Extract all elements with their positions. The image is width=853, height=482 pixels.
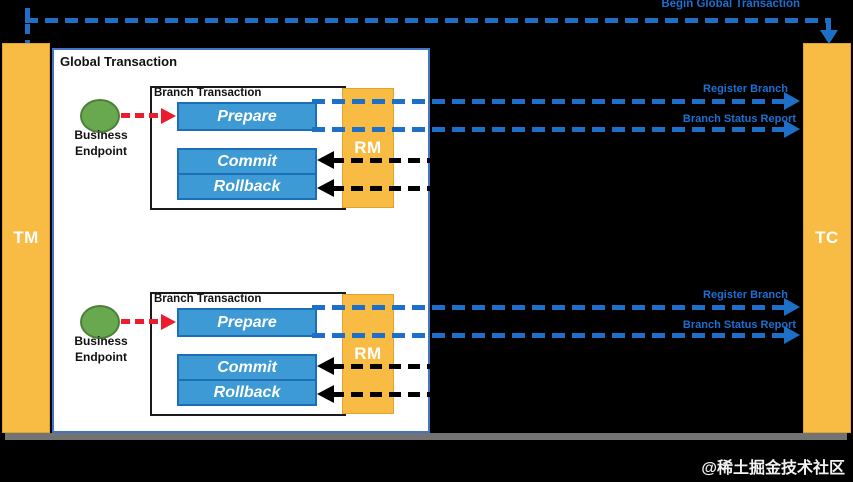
rollback-label: Rollback xyxy=(213,177,281,195)
rollback-label: Rollback xyxy=(213,383,281,401)
branch-status-report-line xyxy=(312,333,786,338)
commit-callback-line xyxy=(332,364,803,369)
commit-callback-line xyxy=(332,158,803,163)
commit-callback-arrowhead-icon xyxy=(317,151,334,169)
rm-label: RM xyxy=(354,344,382,363)
register-branch-label: Register Branch xyxy=(703,289,788,301)
invoke-arrow-line xyxy=(121,319,163,324)
business-endpoint-label: Business Endpoint xyxy=(74,128,128,158)
commit-label: Commit xyxy=(217,152,277,170)
register-branch-arrowhead-icon xyxy=(784,92,800,110)
prepare-label: Prepare xyxy=(217,313,277,331)
business-endpoint-label: Business Endpoint xyxy=(74,334,128,364)
rollback-box: Rollback xyxy=(177,379,317,406)
begin-global-line-left-vertical xyxy=(25,8,30,43)
rm-label: RM xyxy=(354,138,382,157)
tm-box: TM xyxy=(2,43,50,433)
business-endpoint-icon xyxy=(80,305,120,339)
rollback-callback-arrowhead-icon xyxy=(317,179,334,197)
register-branch-line xyxy=(312,99,786,104)
branch-status-report-line xyxy=(312,127,786,132)
commit-callback-arrowhead-icon xyxy=(317,357,334,375)
invoke-arrowhead-icon xyxy=(161,314,176,330)
branch-group-1: Branch Transaction RM Prepare Commit Rol… xyxy=(0,83,853,210)
begin-global-arrowhead-icon xyxy=(820,30,838,44)
prepare-box: Prepare xyxy=(177,102,317,131)
register-branch-label: Register Branch xyxy=(703,83,788,95)
watermark-text: @稀土掘金技术社区 xyxy=(701,460,845,477)
register-branch-line xyxy=(312,305,786,310)
branch-status-report-label: Branch Status Report xyxy=(682,113,796,125)
invoke-arrowhead-icon xyxy=(161,108,176,124)
branch-status-report-label: Branch Status Report xyxy=(682,319,796,331)
branch-status-report-arrowhead-icon xyxy=(784,120,800,138)
begin-global-transaction-label: Begin Global Transaction xyxy=(661,0,800,10)
business-endpoint-icon xyxy=(80,99,120,133)
rollback-box: Rollback xyxy=(177,173,317,200)
commit-box: Commit xyxy=(177,354,317,381)
branch-transaction-label: Branch Transaction xyxy=(154,87,262,99)
tc-label: TC xyxy=(815,228,839,247)
rollback-callback-arrowhead-icon xyxy=(317,385,334,403)
tc-box: TC xyxy=(803,43,851,433)
prepare-box: Prepare xyxy=(177,308,317,337)
commit-label: Commit xyxy=(217,358,277,376)
branch-status-report-arrowhead-icon xyxy=(784,326,800,344)
tm-label: TM xyxy=(13,228,39,247)
branch-transaction-label: Branch Transaction xyxy=(154,293,262,305)
prepare-label: Prepare xyxy=(217,107,277,125)
begin-global-line-horizontal xyxy=(25,18,831,23)
branch-group-2: Branch Transaction RM Prepare Commit Rol… xyxy=(0,289,853,416)
diagram-shadow xyxy=(5,433,847,440)
begin-global-line-right-vertical xyxy=(826,21,831,32)
commit-box: Commit xyxy=(177,148,317,175)
global-transaction-label: Global Transaction xyxy=(60,54,178,69)
register-branch-arrowhead-icon xyxy=(784,298,800,316)
rollback-callback-line xyxy=(332,186,803,191)
rollback-callback-line xyxy=(332,392,803,397)
invoke-arrow-line xyxy=(121,113,163,118)
